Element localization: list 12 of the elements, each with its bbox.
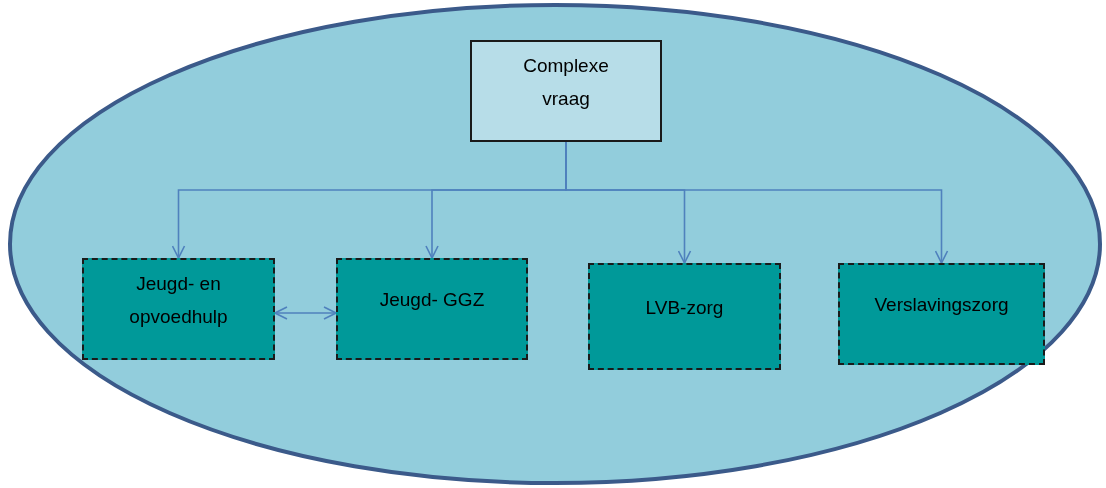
node-label: Jeugd- en opvoedhulp — [128, 271, 229, 329]
process-box — [470, 40, 662, 142]
process-box — [588, 263, 781, 370]
node-label: LVB-zorg — [645, 295, 724, 320]
node-label: Verslavingszorg — [874, 293, 1009, 318]
process-box — [82, 258, 275, 360]
arrow — [274, 306, 337, 320]
node-label: Jeugd- GGZ — [379, 288, 485, 313]
node-label: Complexe vraag — [522, 53, 610, 111]
process-box — [336, 258, 528, 360]
process-box — [838, 263, 1045, 365]
ellipse-shape — [8, 3, 1102, 485]
